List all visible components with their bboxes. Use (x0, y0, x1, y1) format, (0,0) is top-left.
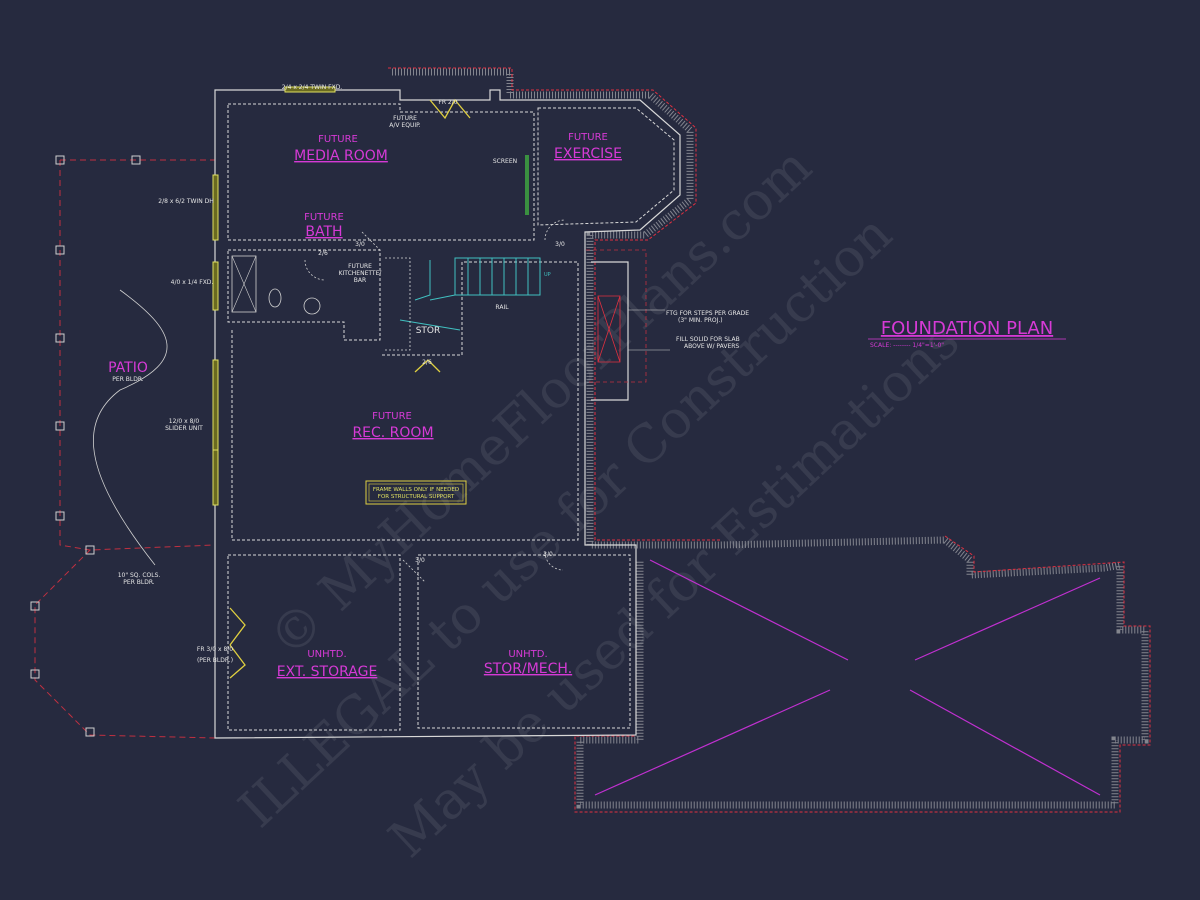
ext-storage-sub: UNHTD. (307, 649, 346, 660)
note-kitchenette-1: FUTURE (348, 263, 372, 270)
note-screen: SCREEN (493, 158, 517, 165)
note-fill-2: ABOVE W/ PAVERS (684, 343, 739, 350)
exercise-label: EXERCISE (554, 146, 622, 162)
note-ftg-2: (3" MIN. PROJ.) (678, 317, 723, 324)
ext-storage-label: EXT. STORAGE (277, 664, 378, 680)
patio-column (55, 245, 65, 255)
note-cols-1: 10" SQ. COLS. (118, 572, 161, 579)
patio-column (30, 601, 40, 611)
window-top (284, 86, 336, 93)
note-door-3-0-mech: 3/0 (415, 557, 425, 564)
garage-slab-cross (594, 559, 1101, 796)
toilet-icon (268, 288, 282, 308)
plan-title: FOUNDATION PLAN (881, 318, 1053, 339)
patio-column (85, 727, 95, 737)
bath-sub: FUTURE (304, 212, 344, 223)
stairs (385, 257, 541, 351)
note-fxd-left: 4/0 x 1/4 FXD. (171, 279, 214, 286)
window-twin-dh (212, 174, 219, 241)
patio-outline (30, 155, 216, 739)
note-fr-door-1: FR 3/0 x 8/0 (197, 646, 233, 653)
note-ftg-1: FTG FOR STEPS PER GRADE (666, 310, 749, 317)
note-door-2-6-bath: 2/6 (318, 250, 328, 257)
note-twin-fxd-top: 2/4 x 2/4 TWIN FXD. (282, 84, 343, 91)
note-rail: RAIL (495, 304, 509, 311)
media-room-label: MEDIA ROOM (294, 148, 388, 164)
note-door-3-0-a: 3/0 (355, 241, 365, 248)
note-fr-door-2: (PER BLDR.) (197, 657, 233, 664)
note-door-2-6-stor: 2/6 (422, 359, 432, 366)
note-av-1: FUTURE (393, 115, 417, 122)
media-room-sub: FUTURE (318, 134, 358, 145)
stor-mech-sub: UNHTD. (508, 649, 547, 660)
windows (212, 86, 529, 506)
patio-column (55, 511, 65, 521)
watermark: © MyHomeFloorPlans.com ILLEGAL to use fo… (228, 137, 971, 870)
watermark-line-2: ILLEGAL to use for Construction (228, 204, 904, 840)
rec-room-sub: FUTURE (372, 411, 412, 422)
note-door-3-0-rec: 3/0 (543, 551, 553, 558)
stor-mech-label: STOR/MECH. (484, 661, 572, 677)
plan-scale: SCALE: -------- 1/4"=1'-0" (870, 342, 944, 349)
window-fxd (212, 261, 219, 311)
bath-fixtures (231, 255, 321, 315)
patio-label: PATIO (108, 360, 148, 376)
frame-note-2: FOR STRUCTURAL SUPPORT (378, 494, 455, 500)
patio-column (85, 545, 95, 555)
frame-note-1: FRAME WALLS ONLY IF NEEDED (373, 487, 459, 493)
bath-label: BATH (305, 224, 342, 240)
note-kitchenette-2: KITCHENETTE/ (339, 270, 383, 277)
foundation-footings (388, 67, 1151, 813)
window-slider-2 (212, 449, 219, 506)
stor-label: STOR (416, 326, 441, 336)
note-av-2: A/V EQUIP. (389, 122, 420, 129)
sink-icon (303, 297, 321, 315)
patio-column (55, 421, 65, 431)
patio-column (30, 669, 40, 679)
patio-sub: PER BLDR. (112, 376, 144, 383)
walls (214, 89, 681, 739)
note-up: UP (544, 272, 551, 278)
patio-column (55, 155, 65, 165)
note-fill-1: FILL SOLID FOR SLAB (676, 336, 740, 343)
note-slider-2: SLIDER UNIT (165, 425, 203, 432)
doors (229, 98, 566, 679)
rec-room-label: REC. ROOM (352, 425, 433, 441)
frame-walls-note: FRAME WALLS ONLY IF NEEDED FOR STRUCTURA… (365, 480, 467, 505)
note-cols-2: PER BLDR. (123, 579, 155, 586)
patio-column (131, 155, 141, 165)
note-twin-dh: 2/8 x 6/2 TWIN DH (158, 198, 213, 205)
note-fr-2-0: FR 2/0 (438, 99, 457, 106)
note-kitchenette-3: BAR (354, 277, 366, 284)
screen-mark (525, 155, 529, 215)
patio-column (55, 333, 65, 343)
note-door-3-0-b: 3/0 (555, 241, 565, 248)
exercise-sub: FUTURE (568, 132, 608, 143)
note-slider-1: 12/0 x 8/0 (169, 418, 200, 425)
